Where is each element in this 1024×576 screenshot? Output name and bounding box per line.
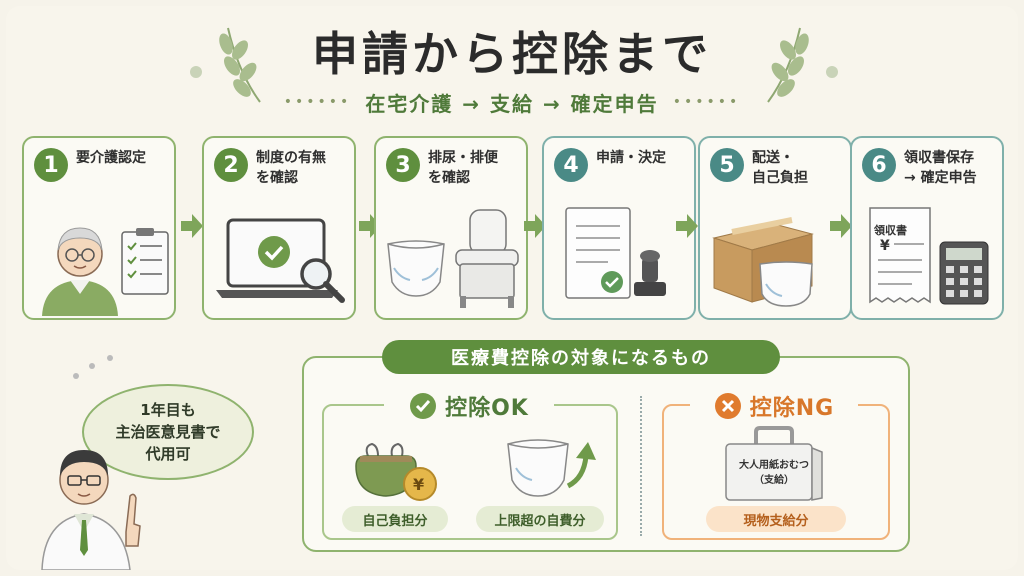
diaper-package-icon [725, 426, 823, 501]
thought-dots-icon [73, 355, 113, 379]
deduction-ng-heading: 控除NG [690, 390, 858, 422]
diaper-and-portable-toilet-icon [387, 209, 519, 308]
x-circle-icon [714, 393, 741, 419]
step-label-3: 排尿・排便 を確認 [428, 150, 498, 186]
deduction-ok-heading: 控除OK [384, 390, 554, 422]
arrow-right-icon [524, 214, 546, 238]
step-card-3: 3 排尿・排便 を確認 [374, 136, 528, 320]
cardboard-box-and-diaper-icon [712, 217, 814, 307]
deduction-ok-item-self-pay: 自己負担分 [342, 506, 448, 532]
check-circle-icon [410, 393, 437, 419]
panel-divider [640, 396, 642, 536]
subtitle-row: •••••• 在宅介護 → 支給 → 確定申告 •••••• [0, 88, 1024, 116]
step-number-6: 6 [862, 148, 896, 182]
deduction-ok-item-over-limit: 上限超の自費分 [476, 506, 604, 532]
receipt-label: 領収書 [874, 224, 907, 237]
step-card-5: 5 配送・ 自己負担 [698, 136, 852, 320]
step-card-1: 1 要介護認定 [22, 136, 176, 320]
coin-yen-sign: ¥ [413, 475, 424, 494]
left-leaf-sprig-icon [190, 27, 261, 103]
step-number-1: 1 [34, 148, 68, 182]
deduction-ng-heading-text: 控除NG [749, 396, 835, 421]
step-card-4: 4 申請・決定 [542, 136, 696, 320]
right-leaf-sprig-icon [767, 27, 838, 103]
arrow-right-icon [181, 214, 203, 238]
subtitle-right-dots: •••••• [672, 94, 741, 110]
elderly-person-clipboard-icon [42, 227, 169, 316]
step-label-2: 制度の有無 を確認 [256, 150, 326, 186]
subtitle-left-dots: •••••• [283, 94, 352, 110]
doctor-icon [41, 450, 141, 570]
diaper-with-up-arrow-icon [507, 439, 596, 497]
receipt-and-calculator-icon: ¥ [869, 207, 989, 305]
arrow-right-icon [676, 214, 698, 238]
arrow-right-icon [830, 214, 852, 238]
step-card-6: 6 領収書保存 → 確定申告 ¥ [850, 136, 1004, 320]
step-card-2: 2 制度の有無 を確認 [202, 136, 356, 320]
deduction-ng-item-in-kind: 現物支給分 [706, 506, 846, 532]
deduction-panel-title: 医療費控除の対象になるもの [382, 340, 780, 374]
step-number-5: 5 [710, 148, 744, 182]
receipt-yen-sign: ¥ [880, 238, 890, 254]
step-number-2: 2 [214, 148, 248, 182]
step-number-3: 3 [386, 148, 420, 182]
step-label-1: 要介護認定 [76, 150, 146, 166]
page-title: 申請から控除まで [312, 27, 712, 81]
diaper-package-label: 大人用紙おむつ （支給） [739, 460, 809, 486]
coin-purse-yen-icon: ¥ [355, 442, 437, 501]
doctor-speech-bubble: 1年目も 主治医意見書で 代用可 [82, 384, 254, 480]
step-number-4: 4 [554, 148, 588, 182]
subtitle: 在宅介護 → 支給 → 確定申告 [365, 91, 659, 116]
step-label-6: 領収書保存 → 確定申告 [904, 150, 977, 186]
document-and-stamp-icon [565, 207, 666, 299]
laptop-magnifier-icon [216, 218, 345, 303]
step-label-5: 配送・ 自己負担 [752, 150, 808, 186]
step-label-4: 申請・決定 [596, 150, 666, 166]
deduction-ok-heading-text: 控除OK [445, 396, 529, 421]
